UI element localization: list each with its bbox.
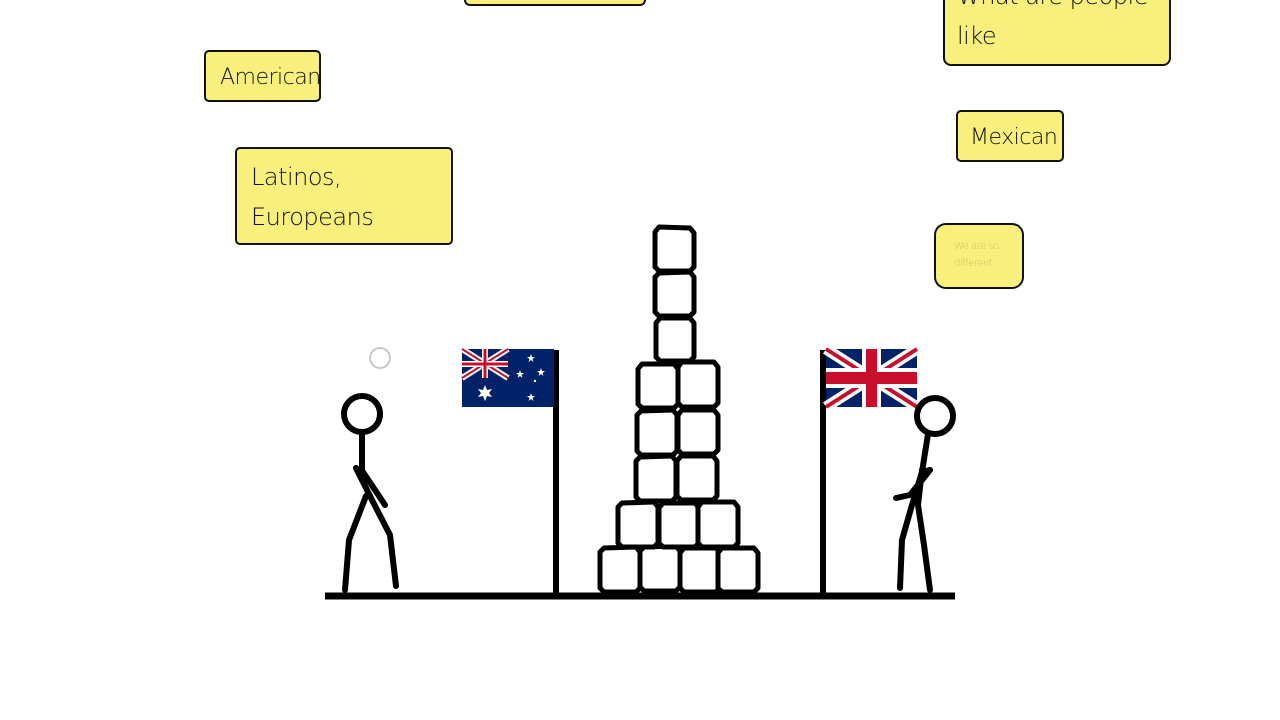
block-tower[interactable]: [597, 224, 761, 595]
partial-note-top[interactable]: [464, 0, 646, 6]
note-mexican[interactable]: Mexican: [956, 110, 1064, 162]
note-mexican-label: Mexican: [970, 125, 1058, 150]
note-so-different[interactable]: We are so different.: [934, 223, 1024, 289]
note-question[interactable]: What are people like on the other side?: [943, 0, 1171, 66]
note-different-line2: different.: [954, 258, 995, 269]
united-kingdom-flag[interactable]: [820, 344, 920, 595]
note-latinos-europeans-asians[interactable]: Latinos, Europeans or Asians: [235, 147, 453, 245]
note-question-line2: on the other side?: [957, 56, 1157, 64]
note-latinos-line2: or Asians: [251, 237, 451, 243]
note-american-label: American: [220, 65, 321, 90]
note-american[interactable]: American: [204, 50, 321, 102]
left-stick-figure[interactable]: [341, 393, 399, 593]
cursor-ring: [369, 347, 391, 369]
note-different-line1: We are so: [954, 241, 999, 252]
australia-flag[interactable]: [460, 346, 559, 595]
note-latinos-line1: Latinos, Europeans: [251, 163, 374, 231]
right-stick-figure[interactable]: [893, 395, 956, 593]
note-question-line1: What are people like: [957, 0, 1148, 50]
